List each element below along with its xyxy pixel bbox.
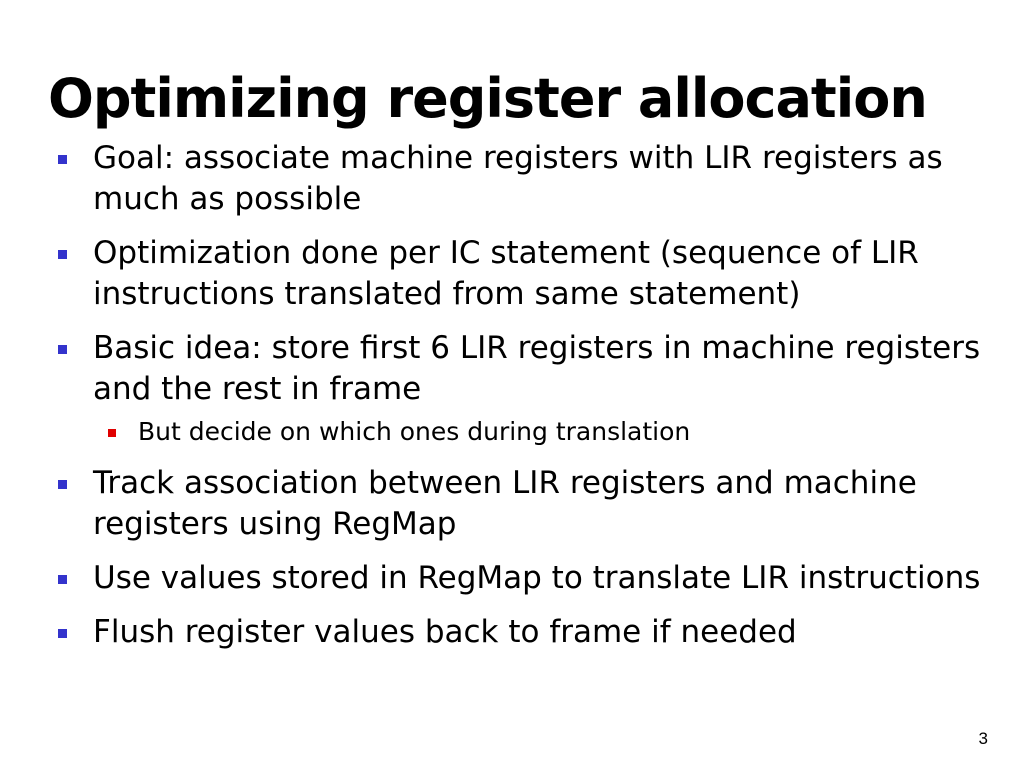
bullet-item: Optimization done per IC statement (sequ… xyxy=(56,233,996,315)
square-bullet-icon xyxy=(58,629,67,638)
bullet-item: Goal: associate machine registers with L… xyxy=(56,138,996,220)
square-bullet-icon xyxy=(58,345,67,354)
bullet-text: Use values stored in RegMap to translate… xyxy=(93,560,981,596)
bullet-item: Use values stored in RegMap to translate… xyxy=(56,558,996,599)
bullet-text: Goal: associate machine registers with L… xyxy=(93,140,943,217)
square-bullet-icon xyxy=(58,480,67,489)
bullet-list: Goal: associate machine registers with L… xyxy=(56,138,996,666)
page-number: 3 xyxy=(978,729,988,748)
square-bullet-icon xyxy=(58,575,67,584)
slide-title: Optimizing register allocation xyxy=(48,67,928,131)
bullet-item: Flush register values back to frame if n… xyxy=(56,612,996,653)
square-bullet-icon xyxy=(58,250,67,259)
bullet-text: Optimization done per IC statement (sequ… xyxy=(93,235,919,312)
bullet-text: Flush register values back to frame if n… xyxy=(93,614,797,650)
bullet-item: Track association between LIR registers … xyxy=(56,463,996,545)
square-bullet-icon xyxy=(108,429,116,437)
square-bullet-icon xyxy=(58,155,67,164)
bullet-item: Basic idea: store first 6 LIR registers … xyxy=(56,328,996,410)
bullet-text: Track association between LIR registers … xyxy=(93,465,917,542)
bullet-text: Basic idea: store first 6 LIR registers … xyxy=(93,330,981,407)
sub-bullet-text: But decide on which ones during translat… xyxy=(138,417,691,446)
sub-bullet-item: But decide on which ones during translat… xyxy=(56,415,996,449)
